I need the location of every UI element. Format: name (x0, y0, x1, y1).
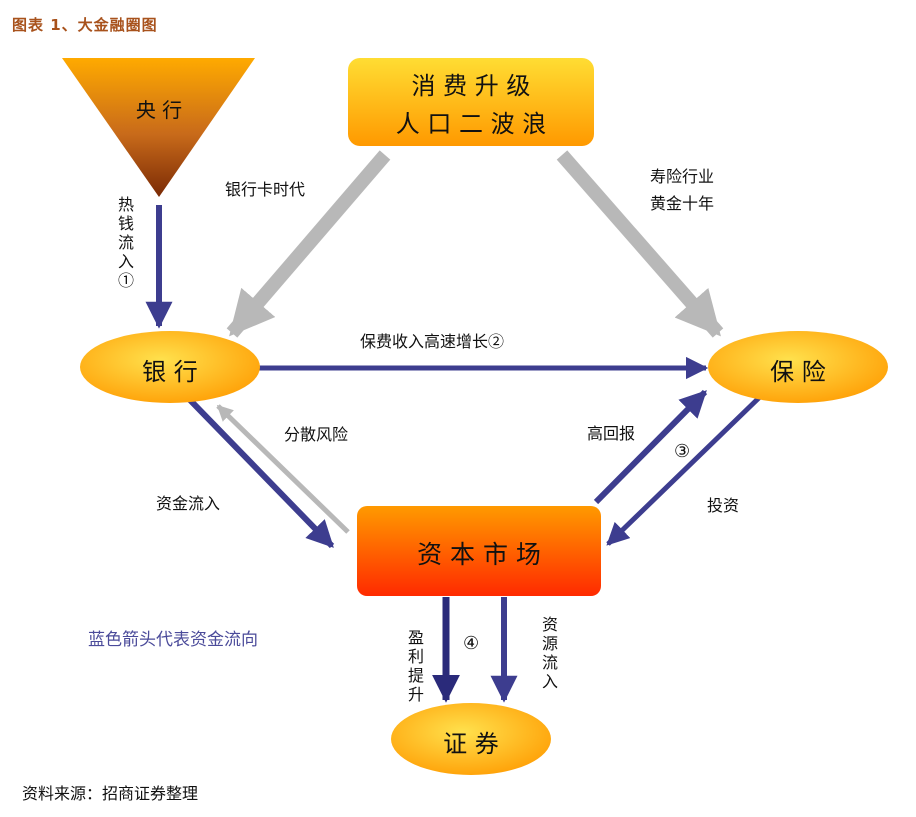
hot-money-inflow-label: 热钱流入① (117, 195, 134, 290)
central-bank-node (62, 58, 255, 197)
insurance-node (708, 331, 888, 403)
figure-title: 图表 1、大金融圈图 (12, 16, 158, 34)
arrow-bank-to-market (187, 397, 335, 549)
arrow-consumption-to-insurance (556, 150, 724, 338)
securities-label: 证 券 (443, 730, 499, 758)
high-return-label: 高回报 (587, 424, 636, 443)
consumption-label-line1: 消 费 升 级 (411, 72, 531, 100)
insurance-label: 保 险 (770, 358, 826, 386)
bank-label: 银 行 (142, 358, 198, 386)
bank-node (80, 331, 260, 403)
consumption-node (348, 58, 594, 146)
capital-market-node (357, 506, 601, 596)
investment-label: 投资 (707, 496, 740, 515)
arrow-insurance-to-market (606, 390, 767, 546)
diversify-risk-label: 分散风险 (284, 425, 349, 444)
capital-market-label: 资 本 市 场 (417, 540, 541, 569)
golden-decade-label: 黄金十年 (650, 194, 715, 213)
arrow-market-to-bank (216, 404, 350, 534)
source-note: 资料来源：招商证券整理 (22, 784, 199, 803)
arrow-consumption-to-bank (226, 150, 391, 338)
arrow-market-to-insurance (593, 389, 708, 505)
bank-card-era-label: 银行卡时代 (225, 180, 306, 199)
funds-inflow-label: 资金流入 (156, 494, 221, 513)
life-insurance-label: 寿险行业 (650, 167, 715, 186)
profit-increase-label: 盈利提升 (407, 628, 424, 704)
consumption-label-line2: 人 口 二 波 浪 (395, 110, 547, 138)
securities-node (391, 703, 551, 775)
circled-four-label: ④ (463, 633, 480, 654)
resource-inflow-label: 资源流入 (541, 615, 558, 691)
legend-note: 蓝色箭头代表资金流向 (88, 630, 258, 650)
circled-three-label: ③ (674, 441, 691, 462)
premium-growth-label: 保费收入高速增长② (360, 332, 505, 351)
central-bank-label: 央 行 (135, 98, 183, 122)
